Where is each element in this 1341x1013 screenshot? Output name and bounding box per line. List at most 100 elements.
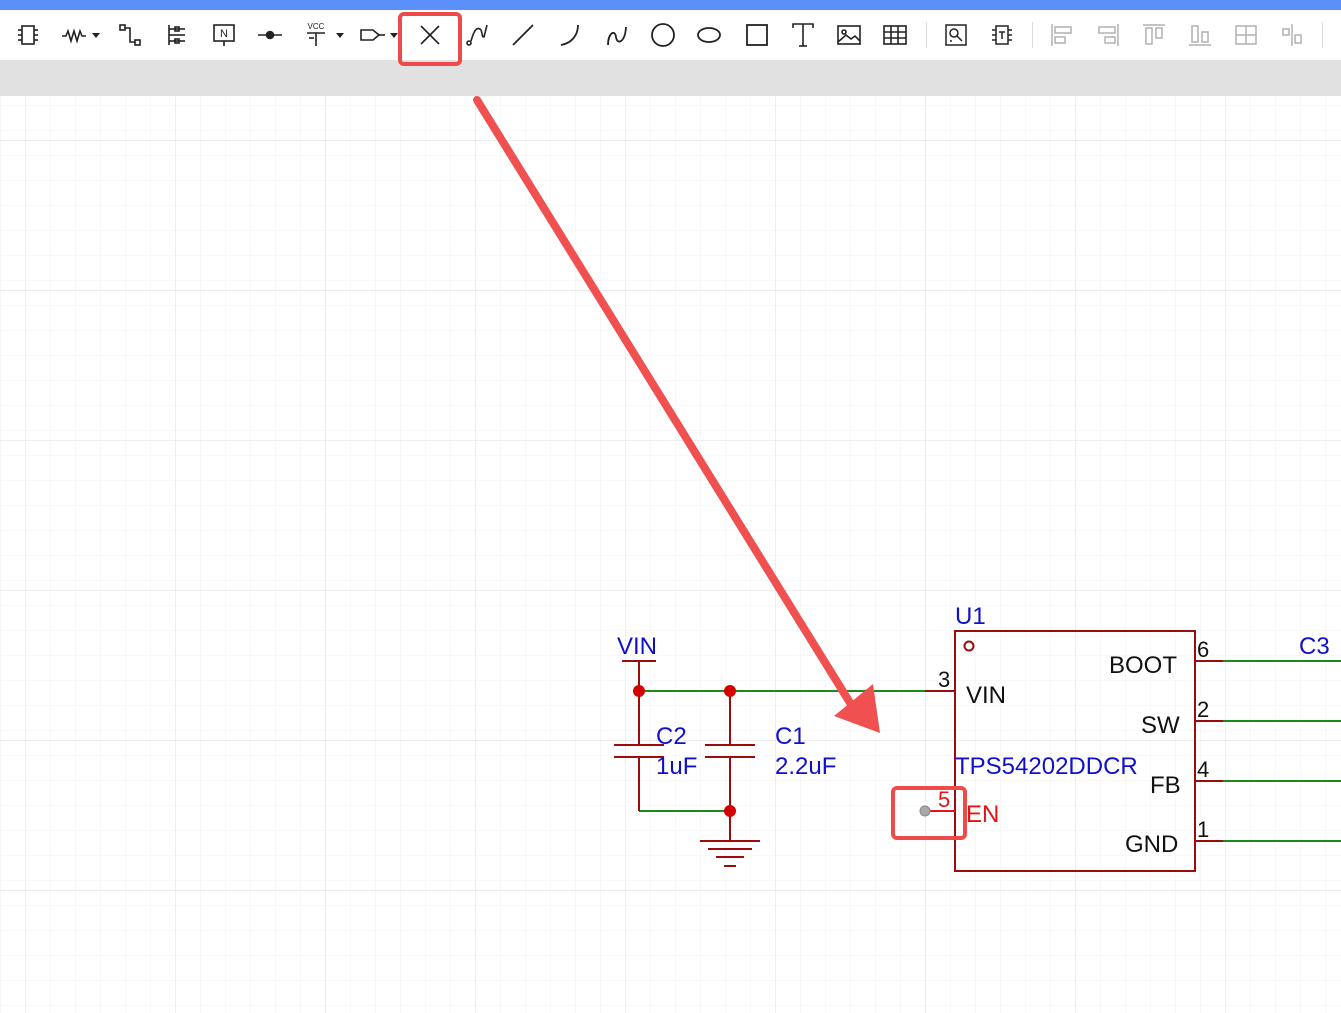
bezier-tool-button[interactable] [603, 21, 631, 49]
align-bottom-tool-button[interactable] [1186, 21, 1214, 49]
grid-background [0, 96, 1341, 1013]
u1-designator[interactable]: U1 [955, 603, 986, 630]
ellipse-tool-button[interactable] [695, 21, 723, 49]
pin-number-4: 4 [1197, 757, 1210, 782]
junction-icon [258, 30, 282, 40]
annotation-arrow [473, 96, 880, 733]
c1-designator[interactable]: C1 [775, 723, 806, 750]
pin-name-boot: BOOT [1109, 652, 1178, 679]
distribute-horizontal-icon [1235, 25, 1257, 45]
schematic-toolbar: N VCC [0, 10, 1341, 61]
c1-value[interactable]: 2.2uF [775, 753, 837, 780]
circle-tool-button[interactable] [649, 21, 677, 49]
junction-tool-button[interactable] [256, 21, 284, 49]
arc-icon [560, 24, 579, 46]
align-bottom-icon [1189, 25, 1211, 46]
image-tool-button[interactable] [835, 21, 863, 49]
pin-name-en: EN [966, 801, 1000, 828]
ground-symbol [700, 840, 760, 867]
vcc-icon: VCC [307, 22, 344, 46]
pin-number-2: 2 [1197, 697, 1210, 722]
document-tab-strip [0, 61, 1341, 96]
cross-probe-icon [945, 24, 967, 46]
resistor-icon [62, 28, 100, 44]
c2-designator[interactable]: C2 [656, 723, 687, 750]
ic-u1-symbol [925, 630, 1223, 872]
wires [639, 660, 1341, 842]
align-top-icon [1143, 24, 1165, 45]
update-pcb-icon [992, 25, 1012, 45]
update-pcb-tool-button[interactable] [988, 21, 1016, 49]
pin-name-fb: FB [1150, 772, 1181, 799]
align-left-tool-button[interactable] [1048, 21, 1076, 49]
window-top-accent-bar [0, 0, 1341, 10]
schematic-canvas[interactable]: VIN C2 1uF C1 2.2uF C3 U1 TPS54202DDCR 3… [0, 12, 1341, 1013]
junctions [633, 685, 736, 817]
bezier-icon [607, 26, 627, 46]
line-icon [512, 24, 534, 46]
pen-icon [466, 24, 488, 46]
net-port-icon [360, 29, 398, 41]
no-connect-tool-button[interactable] [416, 21, 444, 49]
net-label-vin[interactable]: VIN [617, 633, 658, 660]
wire-tool-button[interactable] [116, 21, 144, 49]
pin-number-6: 6 [1197, 637, 1210, 662]
text-icon [792, 23, 814, 47]
table-tool-button[interactable] [881, 21, 909, 49]
schematic-drawing [0, 96, 1341, 1013]
no-connect-icon [420, 25, 440, 45]
wire-icon [119, 24, 141, 46]
pin-name-vin: VIN [966, 682, 1007, 709]
net-port-tool-button[interactable] [358, 21, 400, 49]
align-top-tool-button[interactable] [1140, 21, 1168, 49]
junction-dot [633, 685, 645, 697]
net-label-tool-button[interactable]: N [210, 21, 238, 49]
rectangle-tool-button[interactable] [743, 21, 771, 49]
junction-dot [724, 805, 736, 817]
no-connect-tool-highlight [398, 12, 462, 66]
pin-number-5: 5 [938, 787, 951, 812]
pin-name-gnd: GND [1125, 831, 1179, 858]
ic-u1-body [954, 630, 1196, 872]
pen-tool-button[interactable] [464, 21, 492, 49]
en-pin-endpoint [919, 805, 931, 817]
line-tool-button[interactable] [509, 21, 537, 49]
distribute-vertical-tool-button[interactable] [1278, 21, 1306, 49]
distribute-horizontal-tool-button[interactable] [1232, 21, 1260, 49]
en-pin-highlight [891, 786, 967, 840]
align-right-tool-button[interactable] [1094, 21, 1122, 49]
rectangle-icon [746, 24, 768, 46]
power-port-tool-button[interactable]: VCC [304, 21, 348, 49]
align-right-icon [1098, 24, 1119, 46]
capacitor-c2-symbol [614, 691, 664, 811]
svg-text:VCC: VCC [308, 22, 325, 31]
ic-u1-pin1-marker [963, 640, 975, 652]
u1-part-number[interactable]: TPS54202DDCR [955, 753, 1138, 780]
arc-tool-button[interactable] [556, 21, 584, 49]
pin-number-1: 1 [1197, 817, 1210, 842]
chip-icon [18, 25, 38, 45]
c2-value[interactable]: 1uF [656, 753, 698, 780]
image-icon [837, 25, 861, 45]
circle-icon [651, 23, 675, 47]
resistor-tool-button[interactable] [60, 21, 104, 49]
component-tool-button[interactable] [14, 21, 42, 49]
align-left-icon [1051, 24, 1072, 46]
capacitor-c1-symbol [705, 691, 755, 841]
table-icon [883, 25, 907, 45]
bus-tool-button[interactable] [163, 21, 191, 49]
toolbar-separator [1322, 22, 1323, 48]
pin-name-sw: SW [1141, 712, 1180, 739]
text-tool-button[interactable] [789, 21, 817, 49]
bus-icon [168, 25, 185, 45]
net-label-icon: N [213, 24, 235, 46]
junction-dot [724, 685, 736, 697]
cross-probe-tool-button[interactable] [942, 21, 970, 49]
toolbar-separator [926, 22, 927, 48]
svg-text:N: N [220, 28, 228, 40]
distribute-vertical-icon [1282, 24, 1302, 46]
pin-number-3: 3 [938, 667, 951, 692]
c3-designator[interactable]: C3 [1299, 633, 1330, 660]
ellipse-icon [697, 27, 721, 43]
toolbar-separator [1032, 22, 1033, 48]
